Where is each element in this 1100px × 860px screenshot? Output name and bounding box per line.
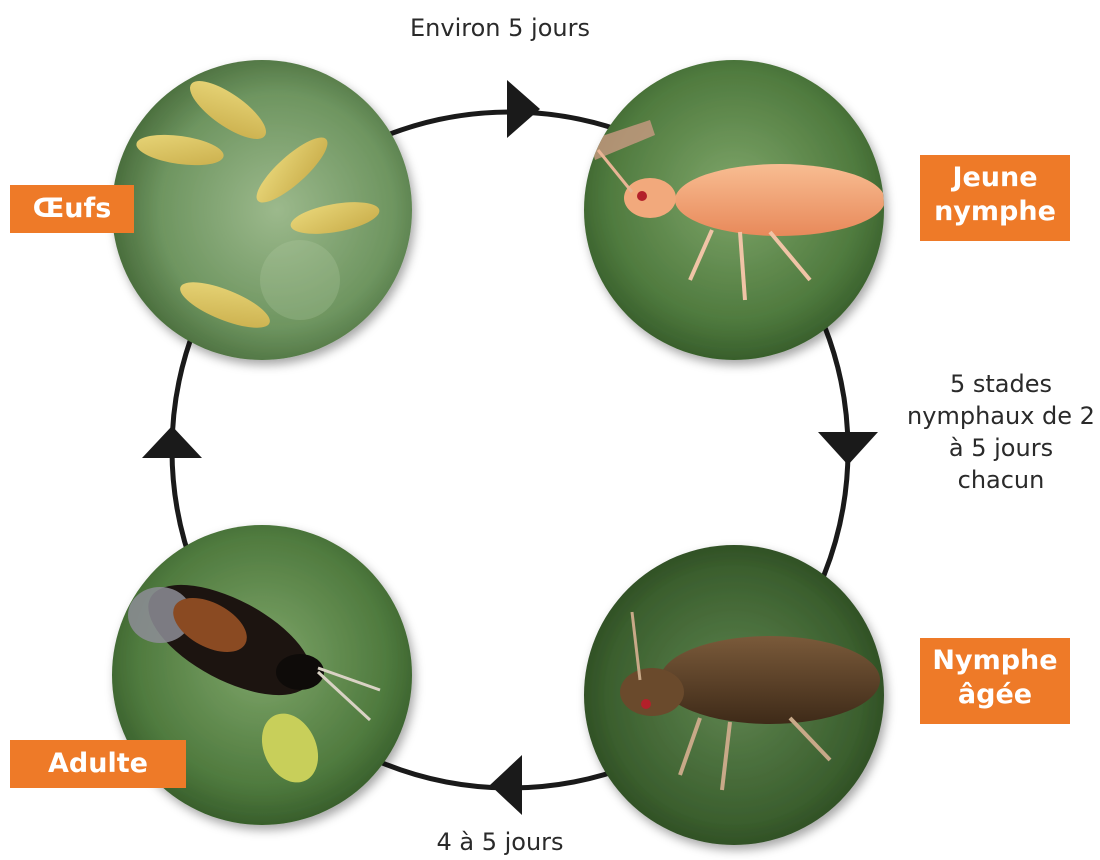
stage-label-eggs: Œufs [10,185,134,233]
duration-old-to-adult: 4 à 5 jours [400,826,600,858]
arrow-right-icon [818,432,878,465]
old-nymph-photo [584,545,884,845]
duration-eggs-to-young: Environ 5 jours [380,12,620,44]
eggs-photo [112,60,412,360]
arrow-top-icon [507,80,540,138]
stage-label-old-nymph: Nymphe âgée [920,638,1070,724]
arrow-bottom-icon [490,755,522,815]
duration-young-to-old: 5 stades nymphaux de 2 à 5 jours chacun [906,368,1096,496]
stage-label-adult: Adulte [10,740,186,788]
arrow-left-icon [142,426,202,458]
stage-label-young-nymph: Jeune nymphe [920,155,1070,241]
young-nymph-photo [584,60,885,360]
